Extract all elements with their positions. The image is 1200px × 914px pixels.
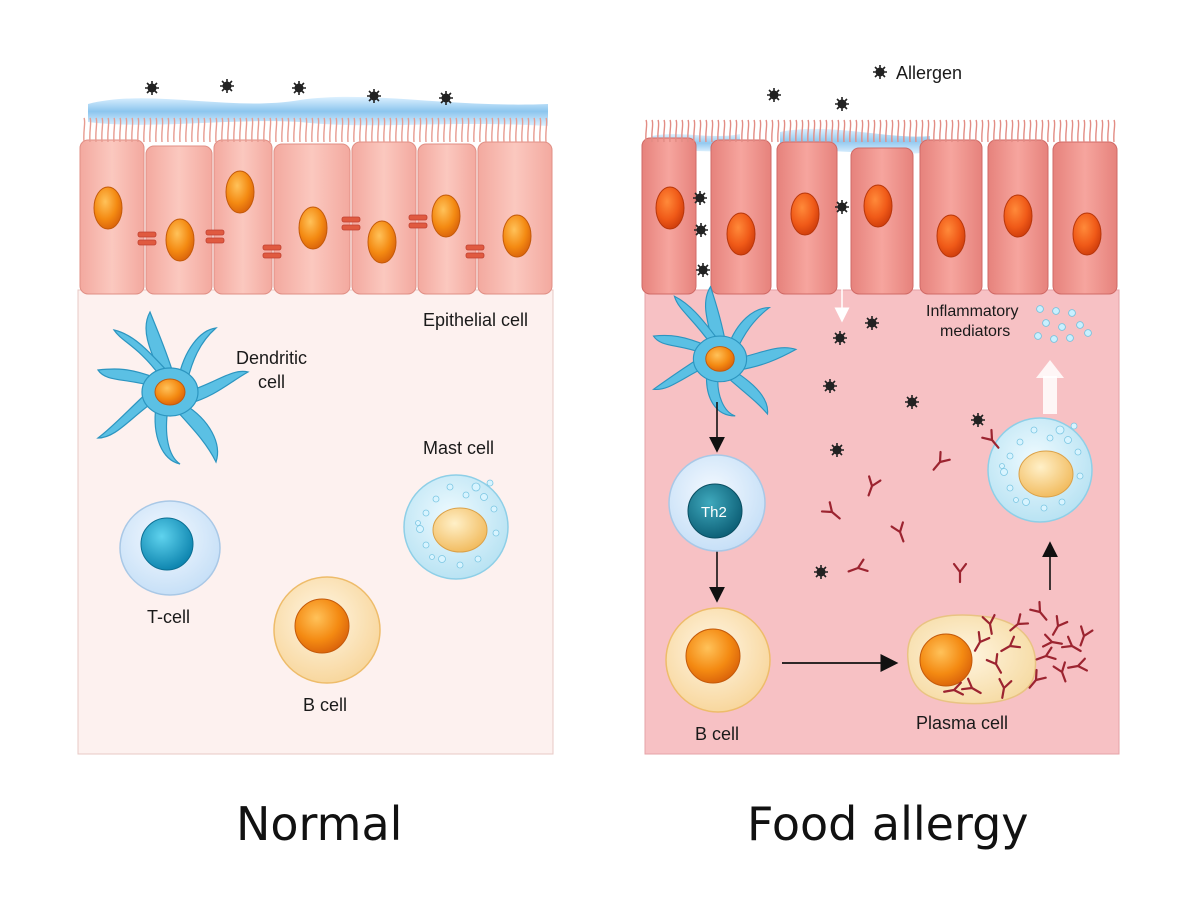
mast-cell-allergy xyxy=(981,417,1093,523)
th2-label: Th2 xyxy=(701,504,727,521)
allergy-cilia xyxy=(645,119,1116,143)
b-cell-label: B cell xyxy=(303,695,347,715)
allergy-nuclei xyxy=(655,184,1102,258)
inflammatory-mediators xyxy=(1034,305,1092,343)
dendritic-cell-label: Dendritic xyxy=(236,348,307,368)
inflammatory-mediators-label: Inflammatory xyxy=(926,303,1018,320)
t-cell-label: T-cell xyxy=(147,607,190,627)
b-cell-allergy-label: B cell xyxy=(695,724,739,744)
mediator-release-arrow xyxy=(1036,360,1064,414)
allergen-label: Allergen xyxy=(896,63,962,83)
b-cell-allergy xyxy=(665,607,771,713)
normal-cilia xyxy=(83,117,548,143)
mast-cell-label: Mast cell xyxy=(423,438,494,458)
inflammatory-mediators-label-line2: mediators xyxy=(940,323,1010,340)
b-cell xyxy=(273,576,381,684)
normal-caption: Normal xyxy=(236,797,402,851)
plasma-cell-label: Plasma cell xyxy=(916,713,1008,733)
tight-junctions xyxy=(137,214,485,259)
dendritic-cell-label-line2: cell xyxy=(258,372,285,392)
th2-cell: Th2 xyxy=(668,454,766,552)
normal-nuclei xyxy=(93,170,532,264)
normal-panel: Epithelial cell Dendritic cell Mast cell… xyxy=(77,78,554,755)
epithelial-cell-label: Epithelial cell xyxy=(423,310,528,330)
allergen-legend-icon xyxy=(872,64,888,80)
plasma-cell xyxy=(907,614,1037,705)
normal-mucus-layer xyxy=(88,96,548,126)
epithelial-cell xyxy=(351,141,417,295)
food-allergy-caption: Food allergy xyxy=(747,797,1029,851)
epithelial-cell xyxy=(213,139,273,295)
t-cell xyxy=(119,500,221,596)
mast-cell xyxy=(403,474,509,580)
dendritic-cell xyxy=(96,310,250,465)
food-allergy-panel: Allergen Th2 xyxy=(641,63,1120,755)
dendritic-cell-allergy xyxy=(651,285,798,417)
